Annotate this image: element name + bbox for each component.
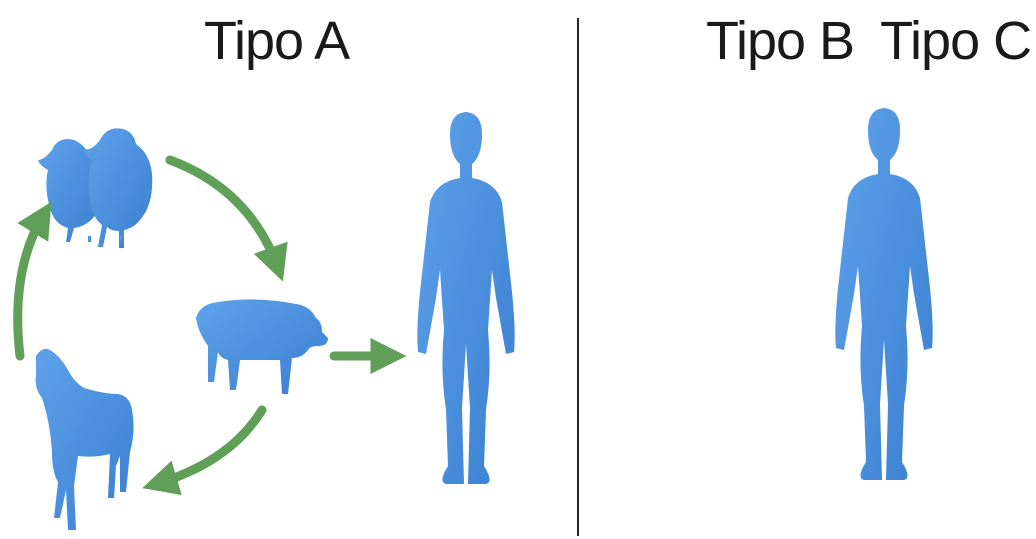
horse-icon [36,349,134,530]
arrow-birds-to-pig [170,160,278,268]
arrow-pig-to-horse [156,410,262,484]
chicken-pair-icon [38,128,152,248]
arrow-horse-to-birds [18,214,44,356]
pig-icon [196,299,328,394]
human-silhouette-left [417,112,514,484]
human-silhouette-right [835,108,932,480]
